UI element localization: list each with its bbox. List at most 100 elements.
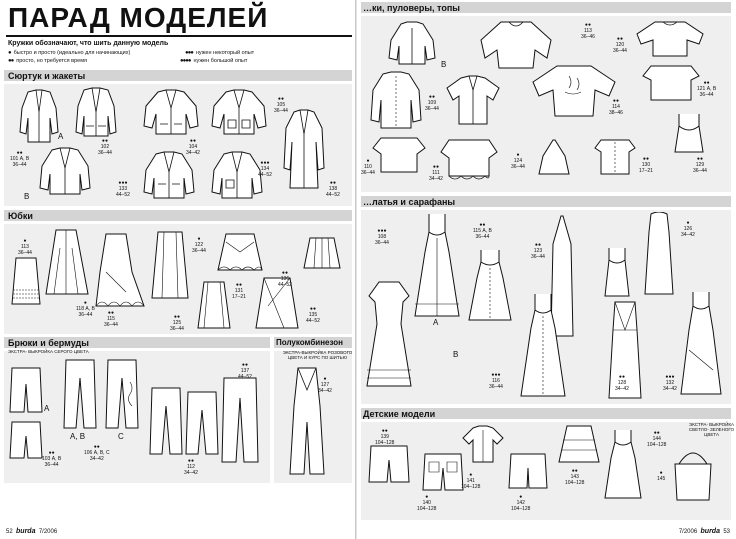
jacket-drawing — [140, 150, 198, 202]
top-drawing — [635, 18, 705, 58]
kids-header-band — [361, 408, 731, 419]
blouse-drawing — [367, 70, 425, 130]
variant-letter: В — [453, 350, 459, 359]
trousers-drawing — [104, 358, 140, 430]
model-code: ●● 121 А, В 36–44 — [697, 80, 717, 98]
coat-drawing — [282, 108, 326, 190]
section-title-jumpsuit: Полукомбинезон — [276, 338, 343, 347]
trousers-header-band — [4, 337, 270, 348]
blouse-drawing — [443, 74, 503, 126]
top-drawing — [439, 136, 499, 184]
model-code: ●● 123 36–44 — [531, 242, 545, 260]
model-code: ●● 120 36–44 — [613, 36, 627, 54]
model-code: ●●● 133 44–52 — [116, 180, 130, 198]
model-code: ●● 105 36–44 — [274, 96, 288, 114]
shorts-drawing — [8, 420, 44, 460]
dress-drawing — [517, 292, 569, 400]
model-code: ●● 115 А, В 36–44 — [473, 222, 492, 240]
skirt-drawing — [302, 236, 342, 272]
tunic-drawing — [529, 62, 619, 118]
tops-header-band — [361, 2, 731, 13]
trousers-drawing — [220, 376, 260, 464]
section-title-skirts: Юбки — [8, 211, 33, 221]
jacket-drawing — [387, 20, 437, 66]
variant-letter: А, В — [70, 432, 86, 441]
model-code: ●● 128 34–42 — [615, 374, 629, 392]
top-drawing — [371, 134, 427, 174]
jackets-header-band — [4, 70, 352, 81]
pullover-drawing — [477, 18, 555, 70]
section-title-tops: …ки, пуловеры, топы — [363, 3, 460, 13]
right-footer: 7/2006 burda 53 — [678, 528, 730, 535]
trousers-drawing — [62, 358, 98, 430]
legend-intro: Кружки обозначают, что шить данную модел… — [8, 40, 169, 47]
skirt-drawing — [10, 256, 42, 306]
model-code: ●● 137 44–52 — [238, 362, 252, 380]
jacket-drawing — [72, 86, 120, 142]
skirt-drawing — [216, 232, 264, 274]
legend-experienced: ●●●нужен некоторый опыт — [185, 50, 255, 56]
jacket-drawing — [208, 88, 270, 138]
model-code: ●●● 132 34–42 — [663, 374, 677, 392]
model-code: ●● 131 17–21 — [232, 282, 246, 300]
model-code: ●● 139 104–128 — [375, 428, 395, 446]
hooded-dress-drawing — [639, 212, 679, 296]
model-code: ●● 103 А, В 36–44 — [42, 450, 62, 468]
model-code: ● 118 А, В 36–44 — [76, 300, 95, 318]
model-code: ● 140 104–128 — [417, 494, 437, 512]
dress-drawing — [363, 278, 415, 390]
model-code: ●● 106 А, В, С 34–42 — [84, 444, 110, 462]
variant-letter: С — [118, 432, 124, 441]
dress-drawing — [679, 290, 723, 398]
legend-expert: ●●●●нужен большой опыт — [180, 58, 248, 64]
legend-easy: ●быстро и просто (идеально для начинающи… — [8, 50, 131, 56]
trousers-drawing — [148, 386, 184, 456]
wrap-dress-drawing — [605, 300, 645, 400]
kids-dress-drawing — [603, 428, 643, 500]
left-page: ПАРАД МОДЕЛЕЙ Кружки обозначают, что шит… — [0, 0, 357, 539]
jacket-drawing — [140, 88, 202, 138]
model-code: ●● 135 44–52 — [306, 306, 320, 324]
model-code: ● 127 34–42 — [318, 376, 332, 394]
skirts-header-band — [4, 210, 352, 221]
kids-shorts-drawing — [367, 444, 411, 484]
model-code: ●● 112 34–42 — [184, 458, 198, 476]
skirt-drawing — [254, 276, 300, 332]
kids-bag-drawing — [671, 446, 715, 502]
model-code: ●●● 134 44–52 — [258, 160, 272, 178]
model-code: ●● 144 104–128 — [647, 430, 667, 448]
kids-shirt-drawing — [461, 424, 505, 464]
model-code: ●● 125 36–44 — [170, 314, 184, 332]
model-code: ● 145 — [657, 470, 666, 482]
extra-pattern-note-green: ЭКСТРА- ВЫКРОЙКА СВЕТЛО- ЗЕЛЕНОГО ЦВЕТА — [688, 422, 735, 437]
jacket-drawing — [36, 146, 94, 198]
section-title-kids: Детские модели — [363, 409, 436, 419]
variant-letter: В — [24, 192, 30, 201]
model-code: ●● 113 36–46 — [581, 22, 595, 40]
right-page: …ки, пуловеры, топы …латья и сарафаны Де… — [357, 0, 736, 539]
model-code: ●● 109 36–44 — [425, 94, 439, 112]
model-code: ●● 143 104–128 — [565, 468, 585, 486]
dress-drawing — [411, 212, 463, 320]
model-code: ●● 130 17–21 — [639, 156, 653, 174]
model-code: ●● 102 36–44 — [98, 138, 112, 156]
model-code: ● 141 104–128 — [461, 472, 481, 490]
section-title-trousers: Брюки и бермуды — [8, 338, 89, 348]
kids-shorts-drawing — [421, 452, 465, 492]
title-rule — [6, 35, 352, 37]
model-code: ●● 111 34–42 — [429, 164, 443, 182]
variant-letter: А — [58, 132, 64, 141]
model-code: ●● 129 36–44 — [693, 156, 707, 174]
variant-letter: В — [441, 60, 447, 69]
left-footer: 52 burda 7/2006 — [6, 528, 58, 535]
model-code: ●● 101 А, В 36–44 — [10, 150, 30, 168]
model-code: ●● 136 44–52 — [278, 270, 292, 288]
page-title: ПАРАД МОДЕЛЕЙ — [8, 2, 269, 33]
model-code: ●● 138 44–52 — [326, 180, 340, 198]
dresses-header-band — [361, 196, 731, 207]
camisole-drawing — [671, 112, 707, 154]
shorts-drawing — [8, 366, 44, 414]
kids-skirt-drawing — [557, 424, 601, 464]
model-code: ●●● 116 36–44 — [489, 372, 503, 390]
